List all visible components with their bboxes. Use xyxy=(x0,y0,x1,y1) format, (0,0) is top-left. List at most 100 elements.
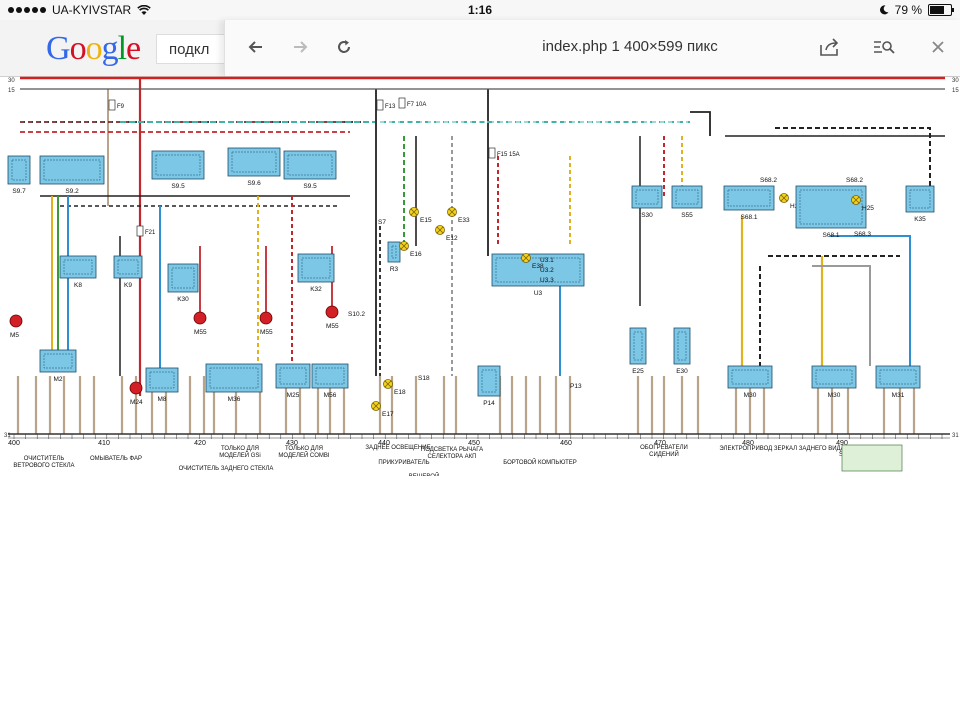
logo-letter: G xyxy=(46,30,71,67)
component-inner xyxy=(11,159,27,181)
relay-k9: K9 xyxy=(113,255,143,289)
lamp-e12: E12 xyxy=(435,225,458,242)
switch-s9-2: S9.2 xyxy=(39,155,105,195)
component-body xyxy=(723,185,775,211)
component-label: S9.5 xyxy=(303,183,317,190)
component-body xyxy=(491,253,585,287)
forward-button[interactable] xyxy=(285,32,315,62)
motor-m36: M36 xyxy=(205,363,263,403)
component-label: M31 xyxy=(892,392,905,399)
component-label: E38 xyxy=(532,263,544,270)
ruler-mark: 440 xyxy=(378,440,390,447)
switch-s68-1: S68.1 xyxy=(723,185,775,221)
wire xyxy=(830,235,911,366)
component-body xyxy=(811,365,857,389)
motor-icon xyxy=(325,305,339,319)
component-inner xyxy=(43,159,101,181)
lamp-e18: E18 xyxy=(383,379,406,396)
component-body xyxy=(673,327,691,365)
component-label: E30 xyxy=(676,368,688,375)
component-inner xyxy=(279,367,307,385)
page-title: index.php 1 400×599 пикс xyxy=(542,38,718,55)
reload-button[interactable] xyxy=(329,32,359,62)
lamp-cross xyxy=(780,194,788,202)
mirror-m30: M30 xyxy=(727,365,773,399)
back-button[interactable] xyxy=(241,32,271,62)
resistor-r3: R3 xyxy=(387,241,401,273)
caption-line: МОДЕЛЕЙ COMBI xyxy=(278,451,330,459)
caption-line: ПРИКУРИВАТЕЛЬ xyxy=(378,460,429,466)
component-label: E25 xyxy=(632,368,644,375)
fuse-label: F21 xyxy=(145,230,156,236)
component-label: M36 xyxy=(228,396,241,403)
component-label: K35 xyxy=(914,216,926,223)
find-in-page-button[interactable] xyxy=(869,32,899,62)
component-body xyxy=(795,185,867,229)
caption-line: БОРТОВОЙ КОМПЬЮТЕР xyxy=(503,458,577,466)
legend-box xyxy=(841,444,903,472)
share-button[interactable] xyxy=(815,32,845,62)
component-body xyxy=(631,185,663,209)
component-inner xyxy=(63,259,93,275)
rail-label: 15 xyxy=(952,88,959,94)
switch-s18: S18 xyxy=(418,375,430,382)
component-body xyxy=(39,155,105,185)
component-inner xyxy=(815,369,853,385)
motor-m56: M56 xyxy=(311,363,349,399)
component-label: M25 xyxy=(287,392,300,399)
switch-s10-2: S10.2 xyxy=(348,311,365,318)
component-inner xyxy=(117,259,139,275)
diagram-caption: ЭЛЕКТРОПРИВОД ЗЕРКАЛ ЗАДНЕГО ВИДА xyxy=(719,446,844,452)
mirror-m30b: M30 xyxy=(811,365,857,399)
component-label: E33 xyxy=(458,217,470,224)
ruler-mark: 430 xyxy=(286,440,298,447)
status-left: UA-KYIVSTAR xyxy=(8,3,151,17)
close-icon xyxy=(932,41,944,53)
caption-line: ОБОГРЕВАТЕЛИ xyxy=(640,445,688,451)
component-label: S9.5 xyxy=(171,183,185,190)
component-inner xyxy=(171,267,195,289)
lamp-e38: E38 xyxy=(521,253,544,270)
battery-percent: 79 % xyxy=(894,3,922,17)
component-label: K30 xyxy=(177,296,189,303)
fuse xyxy=(488,147,496,159)
component-label: S68.1 xyxy=(823,232,840,239)
motor-m24: M24 xyxy=(129,381,143,406)
reload-icon xyxy=(338,40,350,53)
fuse-label: F13 xyxy=(385,104,396,110)
diagram-caption: ПРИКУРИВАТЕЛЬ xyxy=(378,460,429,466)
motor-m25: M25 xyxy=(275,363,311,399)
lamp-e17: E17 xyxy=(371,401,394,418)
relay-k30: K30 xyxy=(167,263,199,303)
switch-s7: S7 xyxy=(378,219,386,226)
component-inner xyxy=(155,154,201,176)
diagram-caption: ОМЫВАТЕЛЬ ФАР xyxy=(90,456,142,462)
component-body xyxy=(7,155,31,185)
lamp-cross xyxy=(436,226,444,234)
component-body xyxy=(905,185,935,213)
component-label: E16 xyxy=(410,251,422,258)
component-label: U3 xyxy=(534,290,543,297)
ruler-mark: 480 xyxy=(742,440,754,447)
control-k35: K35 xyxy=(905,185,935,223)
component-body xyxy=(59,255,97,279)
component-inner xyxy=(909,189,931,209)
carrier-name: UA-KYIVSTAR xyxy=(52,3,132,17)
fuse-label: F15 15A xyxy=(497,152,520,158)
component-inner xyxy=(495,257,581,283)
component-label: S55 xyxy=(681,212,693,219)
wires-layer xyxy=(16,78,945,434)
component-body xyxy=(311,363,349,389)
clock: 1:16 xyxy=(467,3,493,17)
component-body xyxy=(39,349,77,373)
component-inner xyxy=(287,154,333,176)
lamp-e16: E16 xyxy=(399,241,422,258)
logo-letter: o xyxy=(69,30,87,67)
component-inner xyxy=(675,189,699,205)
close-button[interactable] xyxy=(923,32,953,62)
component-body xyxy=(297,253,335,283)
google-logo[interactable]: Google xyxy=(46,30,141,68)
